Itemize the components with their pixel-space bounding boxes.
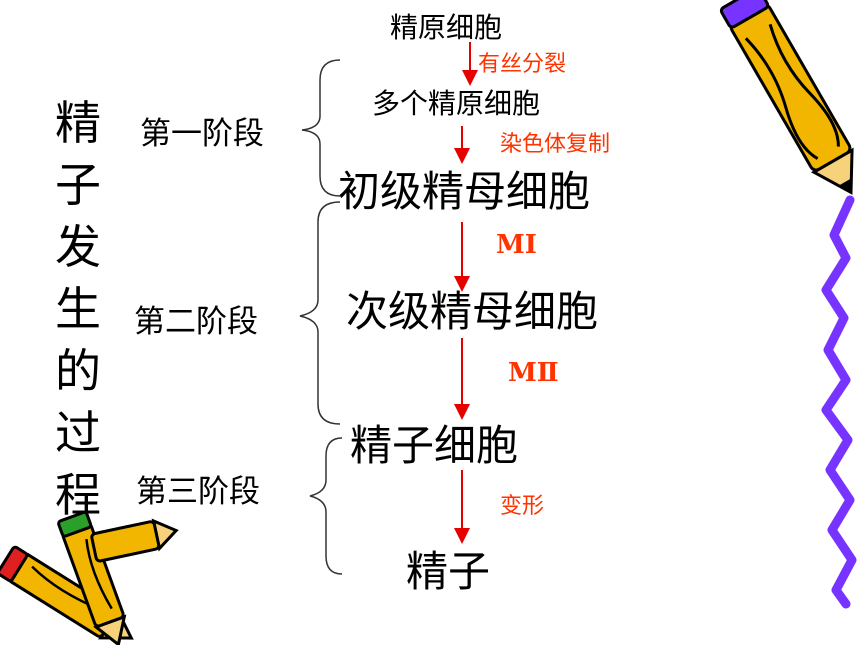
cell-primary-spermatocyte: 初级精母细胞 bbox=[338, 167, 591, 216]
decorative-crayon-bottom-left-2 bbox=[57, 510, 127, 645]
title-char: 精 bbox=[55, 96, 101, 150]
decorative-squiggle bbox=[821, 195, 857, 609]
stage-label-second: 第二阶段 bbox=[134, 304, 258, 340]
title-char: 过 bbox=[55, 406, 101, 460]
cell-multi-spermatogonia: 多个精原细胞 bbox=[372, 87, 541, 120]
process-meiosis-2: MⅡ bbox=[508, 358, 559, 388]
title-char: 发 bbox=[55, 220, 101, 274]
process-chromosome-replication: 染色体复制 bbox=[500, 132, 611, 157]
process-meiosis-1: MⅠ bbox=[496, 230, 537, 260]
process-transformation: 变形 bbox=[500, 494, 545, 519]
cell-secondary-spermatocyte: 次级精母细胞 bbox=[346, 287, 599, 336]
title-char: 子 bbox=[55, 158, 101, 212]
brace-first bbox=[301, 59, 341, 197]
decorative-crayon-bottom-left-3 bbox=[90, 518, 179, 563]
brace-third bbox=[309, 437, 343, 575]
cell-sperm: 精子 bbox=[406, 547, 491, 596]
process-mitosis: 有丝分裂 bbox=[478, 52, 567, 77]
stage-label-first: 第一阶段 bbox=[140, 116, 264, 152]
process-title: 精 子 发 生 的 过 程 bbox=[48, 92, 108, 526]
cell-spermatid: 精子细胞 bbox=[350, 421, 519, 470]
title-char: 生 bbox=[55, 282, 101, 336]
cell-spermatogonium: 精原细胞 bbox=[390, 11, 503, 44]
decorative-crayon-top-right bbox=[719, 0, 854, 195]
stage-label-third: 第三阶段 bbox=[136, 474, 260, 510]
brace-second bbox=[299, 201, 341, 425]
title-char: 的 bbox=[55, 344, 101, 398]
